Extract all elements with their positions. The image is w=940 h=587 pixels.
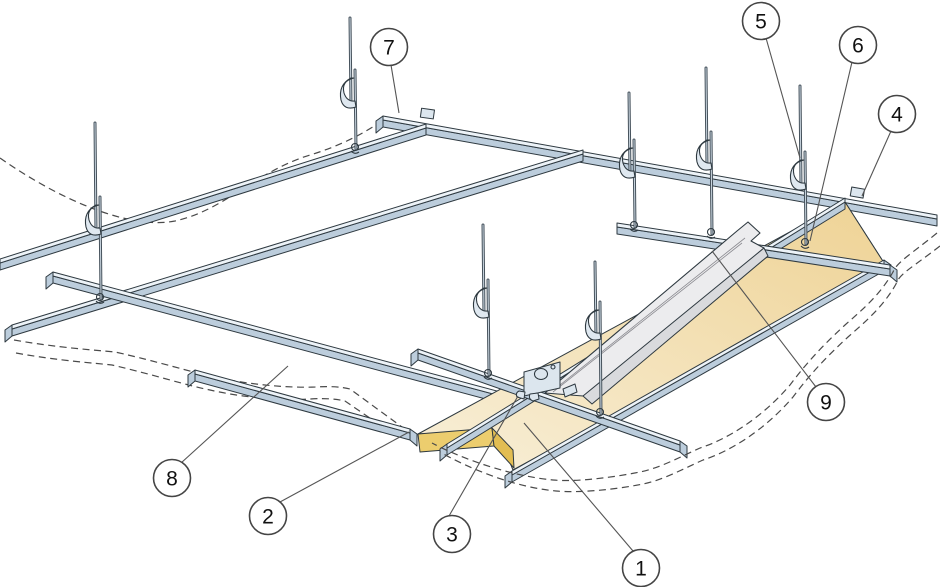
hanger-assemblies — [84, 16, 810, 419]
hanger-rod-assembly — [84, 121, 105, 304]
spring-clip-icon — [472, 287, 490, 319]
hanger-rod-assembly — [618, 91, 639, 232]
spring-clip-icon — [695, 139, 713, 171]
callout-2: 2 — [248, 496, 288, 536]
cross-runner — [45, 271, 598, 434]
callout-8: 8 — [152, 458, 192, 498]
callout-3-label: 3 — [446, 524, 458, 547]
spring-clip-icon — [339, 77, 357, 109]
callout-9: 9 — [806, 382, 846, 422]
callout-6-label: 6 — [852, 35, 864, 58]
panel-carrier-rail — [410, 348, 688, 459]
callout-2-label: 2 — [262, 506, 274, 529]
spring-clip-icon — [584, 309, 602, 341]
callout-6: 6 — [838, 25, 878, 65]
rail-connector-clips — [419, 107, 866, 199]
callout-1-label: 1 — [635, 558, 647, 581]
hanger-rod-assembly — [472, 223, 493, 380]
main-runner — [4, 149, 584, 343]
callout-7: 7 — [369, 27, 409, 67]
callout-leaders — [180, 37, 892, 552]
main-runner — [0, 123, 427, 271]
callout-3: 3 — [432, 514, 472, 554]
hidden-edge-dashed-back — [0, 119, 403, 437]
callout-5-label: 5 — [755, 11, 767, 34]
mounting-bracket — [515, 361, 578, 402]
hanger-rod-assembly — [584, 260, 605, 419]
cross-runner-top — [375, 115, 938, 227]
spring-clip-icon — [618, 147, 636, 179]
ceiling-grid — [0, 115, 938, 447]
callout-4-label: 4 — [891, 104, 903, 127]
callout-9-label: 9 — [820, 392, 832, 415]
spring-clip-icon — [789, 159, 807, 191]
hidden-edge-dashed-front — [431, 232, 940, 493]
hanger-rod-assembly — [695, 66, 716, 239]
callout-5: 5 — [741, 1, 781, 41]
callout-7-label: 7 — [383, 37, 395, 60]
spring-clip-icon — [84, 204, 102, 236]
hanger-rod-assembly — [789, 84, 810, 249]
callout-4: 4 — [877, 94, 917, 134]
cross-runner — [187, 369, 418, 447]
callout-8-label: 8 — [166, 468, 178, 491]
callout-1: 1 — [621, 548, 661, 587]
hanger-rod-assembly — [339, 16, 360, 154]
